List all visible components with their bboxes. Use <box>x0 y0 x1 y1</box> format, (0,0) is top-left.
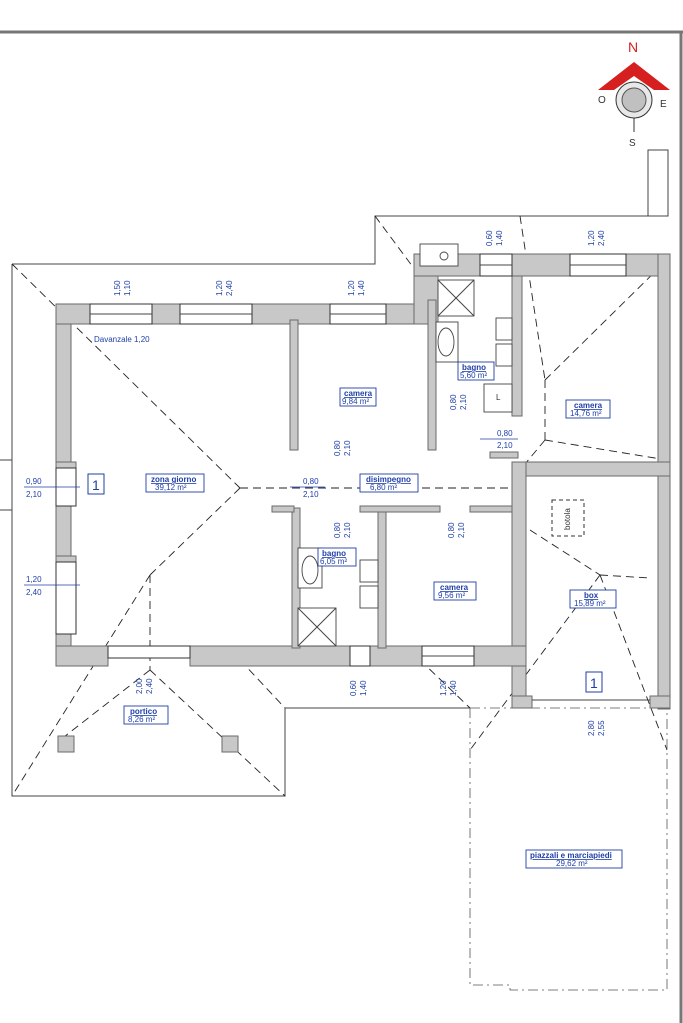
dim-b2-b: 1,40 <box>449 680 458 696</box>
dim-w2-a: 1,20 <box>215 280 224 296</box>
room-piazzali: piazzali e marciapiedi 29,62 m² <box>525 849 623 869</box>
window-dimensions: 1,50 1,10 1,20 2,40 1,20 1,40 0,60 1,40 … <box>113 230 606 736</box>
room-labels: zona giorno 39,12 m² camera 9,84 m² bagn… <box>123 361 623 869</box>
section-marker-right: 1 <box>590 675 598 691</box>
room-camera-c-name: camera <box>440 583 469 592</box>
room-camera-b-area: 14,76 m² <box>570 409 602 418</box>
room-zona-giorno-area: 39,12 m² <box>155 483 187 492</box>
dim-b1-b: 1,40 <box>359 680 368 696</box>
dim-w1-b: 1,10 <box>123 280 132 296</box>
dim-d5-a: 0,80 <box>303 477 319 486</box>
room-bagno-b-area: 6,05 m² <box>320 557 347 566</box>
windows <box>55 253 650 701</box>
room-box-name: box <box>584 591 599 600</box>
dim-box-door-b: 2,55 <box>597 720 606 736</box>
dim-w5-a: 1,20 <box>587 230 596 246</box>
room-camera-a: camera 9,84 m² <box>339 387 377 407</box>
dim-left1-a: 0,90 <box>26 477 42 486</box>
dim-w4-a: 0,60 <box>485 230 494 246</box>
dim-b2-a: 1,20 <box>439 680 448 696</box>
room-box: box 15,89 m² <box>569 589 617 609</box>
dim-d3-b: 2,10 <box>343 522 352 538</box>
room-camera-c-area: 9,56 m² <box>438 591 465 600</box>
dim-w4-b: 1,40 <box>495 230 504 246</box>
room-camera-b-name: camera <box>574 401 603 410</box>
dim-d2-a: 0,80 <box>449 394 458 410</box>
dim-box-door-a: 2,80 <box>587 720 596 736</box>
laundry-label: L <box>496 393 501 402</box>
dim-d4-b: 2,10 <box>457 522 466 538</box>
page-frame <box>0 30 683 1023</box>
compass-s: S <box>629 138 636 149</box>
walls <box>55 253 671 753</box>
davanzale-note: Davanzale 1,20 <box>94 335 150 344</box>
dim-d1-b: 2,10 <box>343 440 352 456</box>
room-bagno-a: bagno 5,60 m² <box>457 361 495 381</box>
compass-o: O <box>598 95 606 106</box>
room-box-area: 15,89 m² <box>574 599 606 608</box>
room-portico-area: 8,26 m² <box>128 715 155 724</box>
dim-left1-b: 2,10 <box>26 490 42 499</box>
room-camera-a-area: 9,84 m² <box>342 397 369 406</box>
dim-d5-b: 2,10 <box>303 490 319 499</box>
room-portico-name: portico <box>130 707 157 716</box>
dim-d4-a: 0,80 <box>447 522 456 538</box>
dim-d3-a: 0,80 <box>333 522 342 538</box>
room-disimpegno-name: disimpegno <box>366 475 411 484</box>
room-piazzali-area: 29,62 m² <box>556 859 588 868</box>
dim-d6-b: 2,10 <box>497 441 513 450</box>
room-piazzali-name: piazzali e marciapiedi <box>530 851 612 860</box>
compass-e: E <box>660 99 667 110</box>
compass-n: N <box>628 39 638 55</box>
room-portico: portico 8,26 m² <box>123 705 169 725</box>
roof-outline <box>0 149 669 991</box>
dim-left2-b: 2,40 <box>26 588 42 597</box>
room-zona-giorno-name: zona giorno <box>151 475 196 484</box>
compass-rose: N O E S <box>598 39 670 149</box>
door-dimensions: 0,80 2,10 0,80 2,10 0,80 2,10 0,80 2,10 … <box>24 394 518 597</box>
dim-w3-a: 1,20 <box>347 280 356 296</box>
room-camera-c: camera 9,56 m² <box>433 581 477 601</box>
dim-d1-a: 0,80 <box>333 440 342 456</box>
dim-w2-b: 2,40 <box>225 280 234 296</box>
section-marker-left: 1 <box>92 477 100 493</box>
dim-w3-b: 1,40 <box>357 280 366 296</box>
dim-left2-a: 1,20 <box>26 575 42 584</box>
room-bagno-b: bagno 6,05 m² <box>317 547 357 567</box>
room-camera-a-name: camera <box>344 389 373 398</box>
bathroom-fixtures: L botola <box>297 243 585 647</box>
room-bagno-a-name: bagno <box>462 363 486 372</box>
dim-d2-b: 2,10 <box>459 394 468 410</box>
dim-d6-a: 0,80 <box>497 429 513 438</box>
dim-w5-b: 2,40 <box>597 230 606 246</box>
room-camera-b: camera 14,76 m² <box>565 399 611 419</box>
room-bagno-b-name: bagno <box>322 549 346 558</box>
section-markers: 1 1 <box>87 473 603 693</box>
dim-w1-a: 1,50 <box>113 280 122 296</box>
dim-b1-a: 0,60 <box>349 680 358 696</box>
room-disimpegno: disimpegno 6,80 m² <box>359 473 419 493</box>
room-bagno-a-area: 5,60 m² <box>460 371 487 380</box>
room-zona-giorno: zona giorno 39,12 m² <box>145 473 205 493</box>
dim-portico-door-a: 2,00 <box>135 678 144 694</box>
botola-label: botola <box>563 508 572 530</box>
room-disimpegno-area: 6,80 m² <box>370 483 397 492</box>
dim-portico-door-b: 2,40 <box>145 678 154 694</box>
